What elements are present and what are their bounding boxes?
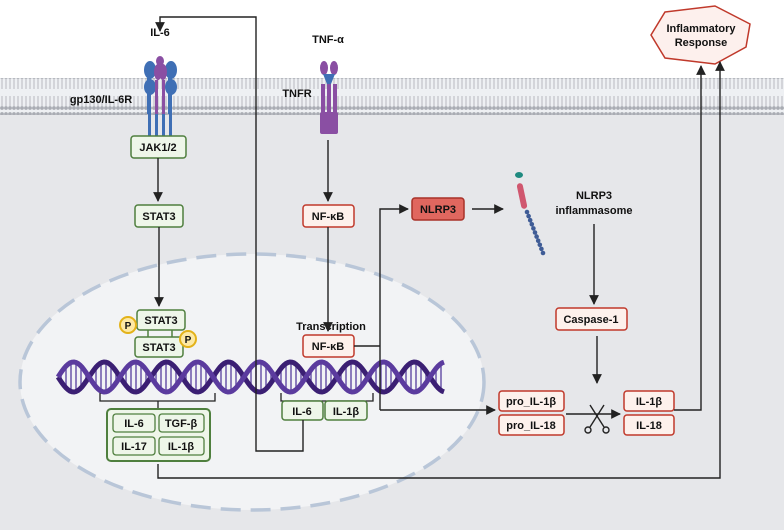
inflammasome-bead — [532, 230, 538, 235]
stat3-label: STAT3 — [142, 211, 175, 223]
gp130-il6r-label: gp130/IL-6R — [70, 94, 132, 106]
stat3-dimer-bottom-label: STAT3 — [142, 342, 175, 354]
inflammatory-response-line2: Response — [675, 37, 728, 49]
inflammasome-bead — [537, 242, 543, 248]
inflammasome-bead — [531, 226, 536, 231]
lipid-bilayer — [0, 78, 784, 115]
tnfr-receptor — [320, 61, 338, 134]
nlrp3-label: NLRP3 — [420, 204, 456, 216]
left-products-to-response-arrow — [157, 61, 725, 479]
phospho-badge-bottom — [179, 330, 197, 348]
inflammatory-response-node — [650, 5, 751, 65]
inflammasome-bead — [529, 222, 535, 227]
inflammasome-bead — [526, 213, 531, 219]
left-product-box — [158, 436, 205, 456]
pro-il18-node — [498, 414, 565, 436]
pro-il1b-label: pro_IL-1β — [506, 396, 556, 408]
il6-feedback-arrow — [155, 16, 304, 452]
left-product-tgfb: TGF-β — [165, 418, 198, 430]
caspase1-label: Caspase-1 — [563, 314, 618, 326]
tnf-alpha-label: TNF-α — [312, 34, 344, 46]
il18-node — [623, 414, 675, 436]
phospho-bottom-label: P — [185, 335, 192, 346]
stat3-dimer-top-label: STAT3 — [144, 315, 177, 327]
pro-il18-label: pro_IL-18 — [506, 420, 556, 432]
inflammasome-bead — [527, 217, 533, 223]
inflammasome-label-line1: NLRP3 — [576, 190, 612, 202]
left-product-box — [112, 413, 156, 433]
nfkb-to-nlrp3-arrow — [379, 204, 409, 410]
inflammasome-molecule — [515, 172, 546, 256]
stat3-dimer-top — [136, 309, 186, 331]
left-gene-bracket — [99, 393, 216, 408]
connectors — [153, 16, 725, 479]
middle-product-il6: IL-6 — [292, 406, 312, 418]
transcription-label: Transcription — [296, 321, 366, 333]
nlrp3-node — [411, 197, 465, 221]
left-product-il1b: IL-1β — [168, 441, 195, 453]
inflammasome-bead — [540, 250, 546, 256]
phospho-badge-top — [119, 316, 137, 334]
left-product-il17: IL-17 — [121, 441, 147, 453]
gp130-il6r-receptor — [144, 56, 177, 136]
inflammasome-bead — [534, 234, 539, 239]
phospho-top-label: P — [125, 321, 132, 332]
inflammatory-response-line1: Inflammatory — [666, 23, 736, 35]
scissors-icon — [584, 404, 610, 434]
il18-label: IL-18 — [636, 420, 662, 432]
pro-il1b-node — [498, 390, 565, 412]
inflammasome-bead — [524, 209, 530, 215]
left-product-box — [112, 436, 156, 456]
middle-product-il1b: IL-1β — [333, 406, 360, 418]
left-product-il6: IL-6 — [124, 418, 144, 430]
jak-label: JAK1/2 — [139, 142, 176, 154]
tnfr-label: TNFR — [282, 88, 311, 100]
caspase1-node — [555, 307, 628, 331]
inflammasome-bead — [535, 238, 541, 243]
left-product-box — [158, 413, 205, 433]
nfkb-nuclear-label: NF-κB — [312, 341, 344, 353]
inflammasome-label-line2: inflammasome — [555, 205, 632, 217]
inflammasome-bead — [539, 246, 544, 252]
il1b-label: IL-1β — [636, 396, 663, 408]
nfkb-label: NF-κB — [312, 211, 344, 223]
mature-to-response-arrow — [674, 65, 706, 411]
middle-product-box — [324, 400, 368, 421]
il1b-node — [623, 390, 675, 412]
stat3-dimer-bottom — [134, 336, 184, 358]
